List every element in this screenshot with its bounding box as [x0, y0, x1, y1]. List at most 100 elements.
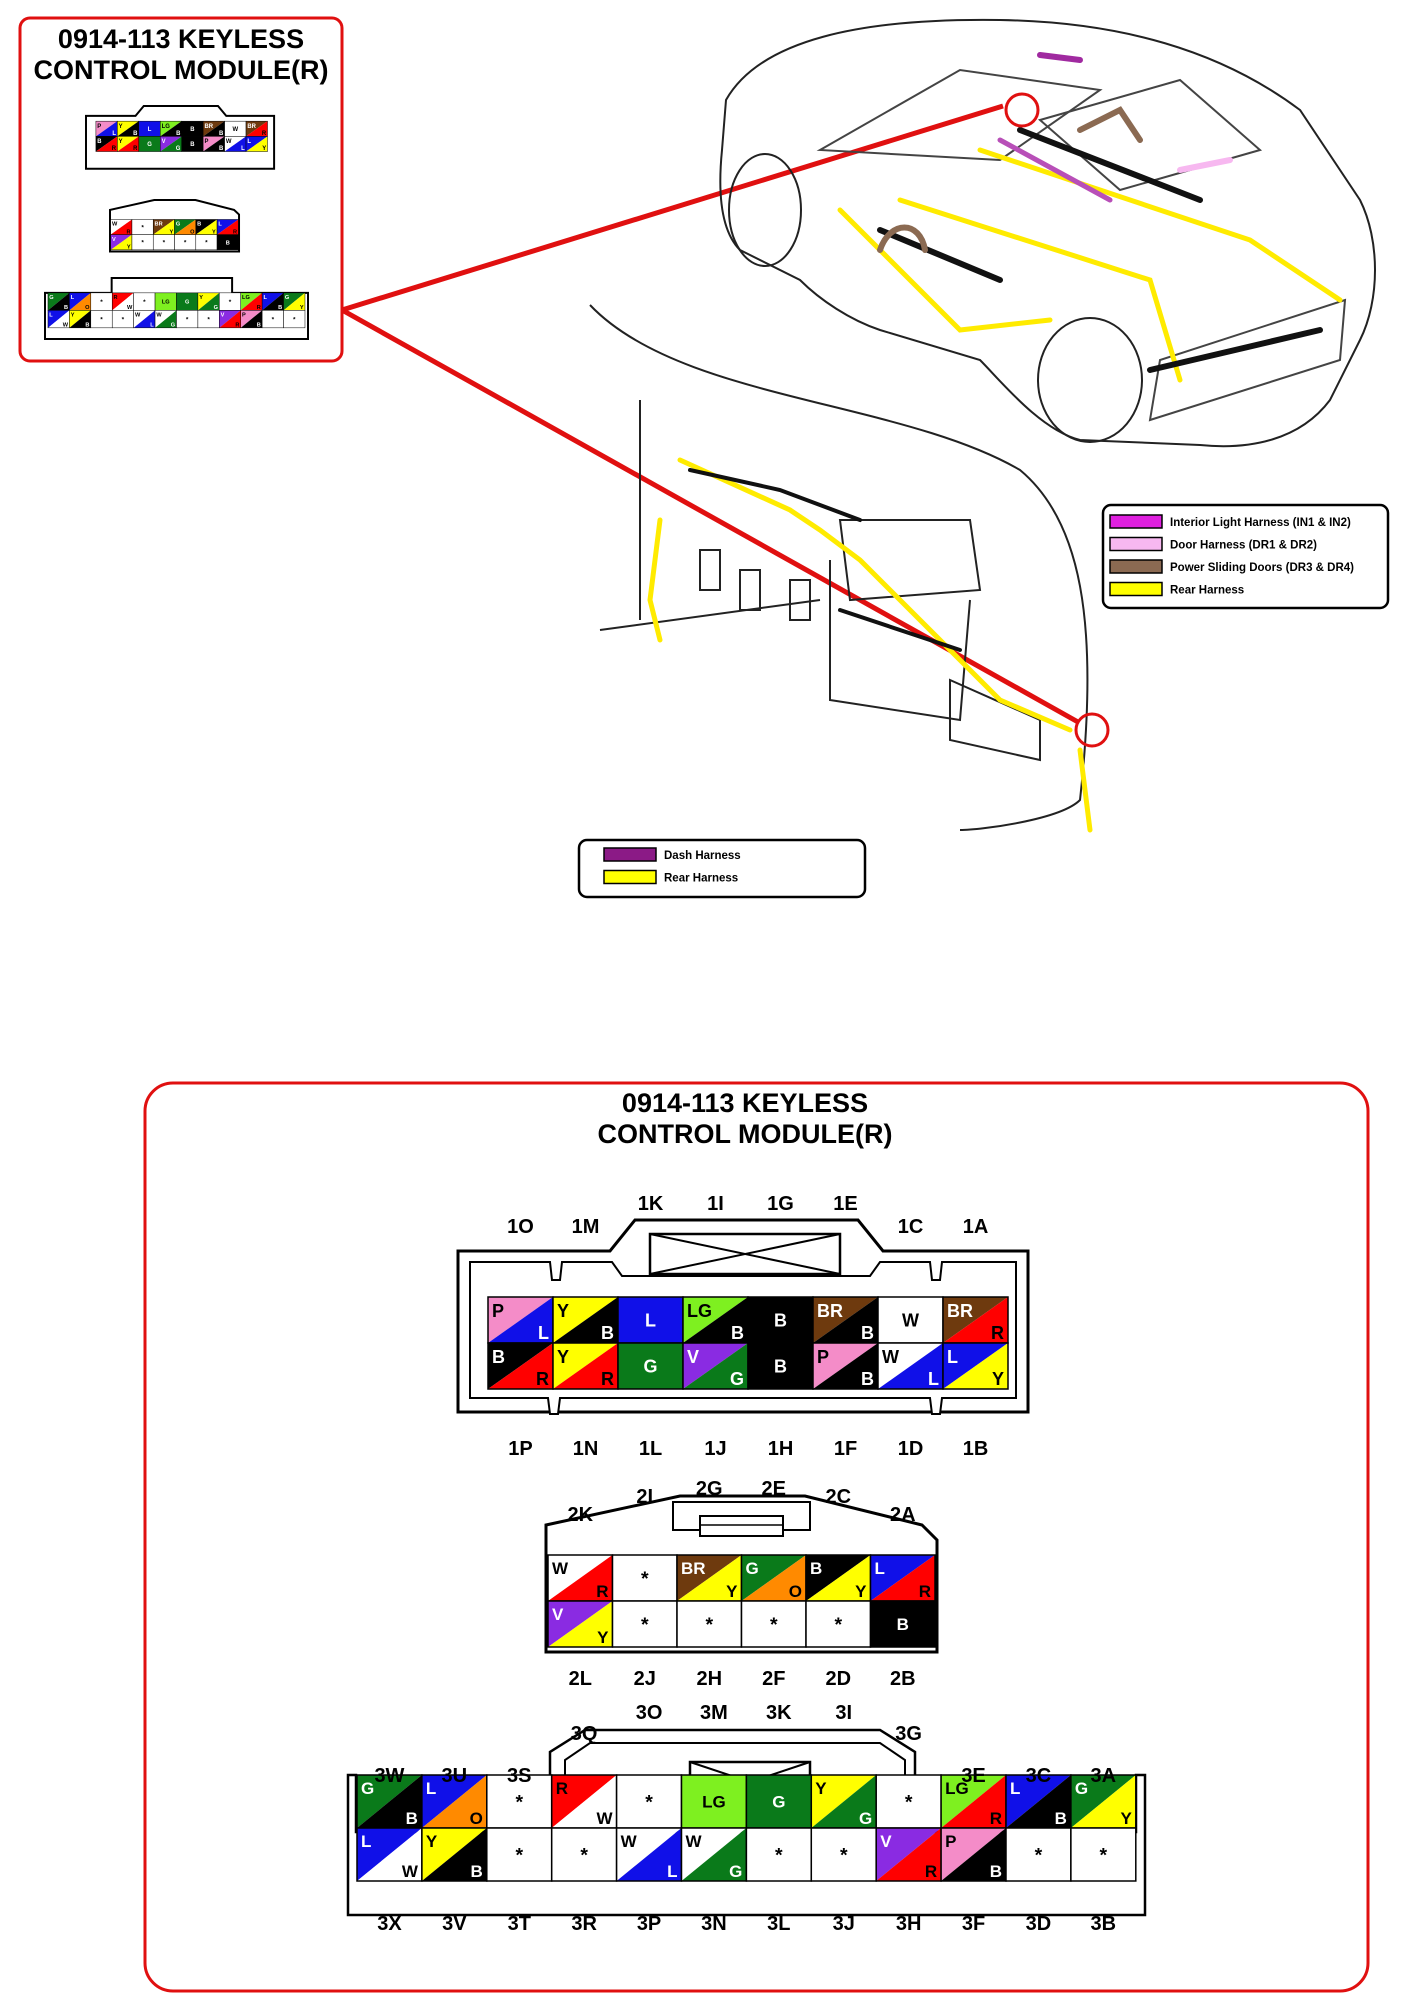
wire-color-label-primary: Y: [815, 1779, 827, 1798]
wire-color-label-stripe: G: [214, 305, 219, 311]
inset-connector-3-pin-bottom: *: [197, 310, 220, 329]
wire-color-stripe: [943, 1343, 1008, 1389]
wire-color-label-stripe: G: [171, 323, 176, 329]
wire-color-stripe: [421, 1828, 487, 1881]
wire-color-label-stripe: G: [859, 1809, 872, 1828]
unused-pin-mark: *: [834, 1614, 842, 1636]
inset-connector-3-pin-top: G: [176, 292, 199, 311]
wire-color-label-primary: L: [875, 1559, 885, 1578]
wire-color-primary: [1070, 1775, 1136, 1828]
inset-connector-3-pin-top: LB: [261, 292, 284, 311]
pin-number-label: 1I: [707, 1193, 724, 1215]
inset-connector-2-pin-bottom: *: [131, 234, 154, 251]
wire-color-label-stripe: Y: [597, 1628, 609, 1647]
connector-3-pin-bottom: VR: [875, 1827, 942, 1882]
wire-color-label: G: [643, 1356, 657, 1376]
wire-color-primary: [283, 292, 305, 311]
pin-number-label: 3S: [507, 1765, 531, 1787]
inset-connector-1-pin-top: BRR: [245, 120, 268, 137]
connector-3-pin-top: LG: [680, 1774, 748, 1829]
connector-3-pin-bottom: LW: [356, 1827, 423, 1882]
wire-color-label-stripe: B: [278, 305, 282, 311]
wire-color-label-primary: W: [156, 313, 162, 319]
wire-color-label-stripe: W: [127, 305, 133, 311]
connector-3-pin-top: GY: [1070, 1774, 1137, 1829]
wire-color-label-stripe: R: [133, 146, 138, 152]
unused-pin-mark: *: [641, 1614, 649, 1636]
wire-color-label-primary: G: [176, 222, 181, 228]
inset-connector-1-pin-top: W: [224, 120, 247, 137]
wire-color-label-stripe: Y: [169, 229, 173, 235]
inset-connector-3-pin-bottom: *: [261, 310, 284, 329]
wire-color-fill: [611, 1554, 678, 1602]
connector-1-pin-top: BRB: [812, 1296, 879, 1344]
wire-color-stripe: [224, 136, 247, 152]
legend-car-item-label: Interior Light Harness (IN1 & IN2): [1170, 517, 1351, 529]
pin-number-label: 3I: [835, 1702, 852, 1724]
wire-color-label-primary: B: [97, 139, 102, 145]
wire-color-stripe: [240, 292, 263, 311]
unused-pin-mark: *: [141, 240, 144, 247]
wire-color-label: W: [902, 1310, 919, 1330]
wire-color-stripe: [262, 292, 284, 311]
wire-color-label-stripe: R: [925, 1862, 937, 1881]
inset-connector-3-pin-bottom: PB: [240, 310, 263, 329]
pin-number-label: 2H: [696, 1668, 722, 1690]
pin-number-label: 3N: [701, 1913, 727, 1935]
wire-color-label-stripe: B: [1055, 1809, 1067, 1828]
wire-color-stripe: [421, 1775, 487, 1828]
legend-car-item-swatch: [1109, 536, 1163, 552]
wire-color-label-stripe: B: [219, 146, 224, 152]
pin-number-label: 3Q: [571, 1723, 598, 1745]
unused-pin-mark: *: [100, 299, 103, 306]
pin-number-label: 3O: [636, 1702, 663, 1724]
pin-number-label: 2B: [890, 1668, 916, 1690]
wire-color-label-stripe: B: [176, 131, 181, 137]
connector-2-pin-top: *: [611, 1554, 678, 1602]
inset-connector-1-pin-bottom: YR: [117, 136, 140, 152]
wire-color-stripe: [1006, 1775, 1071, 1828]
pointer-line-car: [341, 103, 1004, 313]
wire-color-fill: [869, 1600, 936, 1648]
inset-connector-1-pin-bottom: LY: [245, 136, 268, 152]
wire-color-label-stripe: L: [667, 1862, 677, 1881]
wire-color-stripe: [219, 310, 241, 328]
unused-pin-mark: *: [205, 240, 208, 247]
wire-color-label-primary: B: [492, 1347, 505, 1367]
wire-color-label-stripe: B: [471, 1862, 483, 1881]
wire-color-label-primary: Y: [557, 1301, 569, 1321]
pin-number-label: 3F: [962, 1913, 985, 1935]
legend-car-item-swatch: [1109, 514, 1163, 529]
inset-connector-3-pin-top: GY: [283, 292, 306, 311]
connector-3-pin-bottom: *: [550, 1827, 618, 1882]
wire-color-label-primary: V: [552, 1605, 564, 1624]
connector-1-pin-bottom: WL: [877, 1342, 944, 1390]
wire-color-primary: [357, 1775, 422, 1828]
wire-color-stripe: [203, 136, 225, 152]
wire-color-stripe: [553, 1297, 618, 1343]
wire-color-stripe: [616, 1828, 682, 1881]
wire-color-stripe: [876, 1828, 942, 1881]
wire-color-label-stripe: W: [402, 1862, 419, 1881]
connector-3-pin-bottom: *: [810, 1827, 877, 1882]
wire-color-stripe: [203, 121, 225, 137]
connector-3-pin-top: *: [486, 1774, 553, 1829]
connector-2-pin-top: WR: [547, 1554, 614, 1602]
connector-3-pin-bottom: WL: [615, 1827, 683, 1882]
connector-3-pin-top: YG: [810, 1774, 877, 1829]
wire-color-label-primary: Y: [119, 124, 123, 130]
pin-number-label: 3L: [767, 1913, 790, 1935]
wire-color-label-stripe: Y: [300, 305, 304, 311]
wire-color-stripe: [878, 1343, 943, 1389]
pin-number-label: 2A: [890, 1504, 916, 1526]
wire-color-primary: [69, 292, 91, 311]
wire-color-fill: [283, 310, 306, 329]
wire-color-label: LG: [702, 1793, 726, 1812]
inset-connector-3-pin-bottom: *: [283, 310, 306, 329]
wire-color-label: B: [774, 1356, 787, 1376]
wire-color-label-stripe: B: [257, 323, 261, 329]
unused-pin-mark: *: [705, 1614, 713, 1636]
